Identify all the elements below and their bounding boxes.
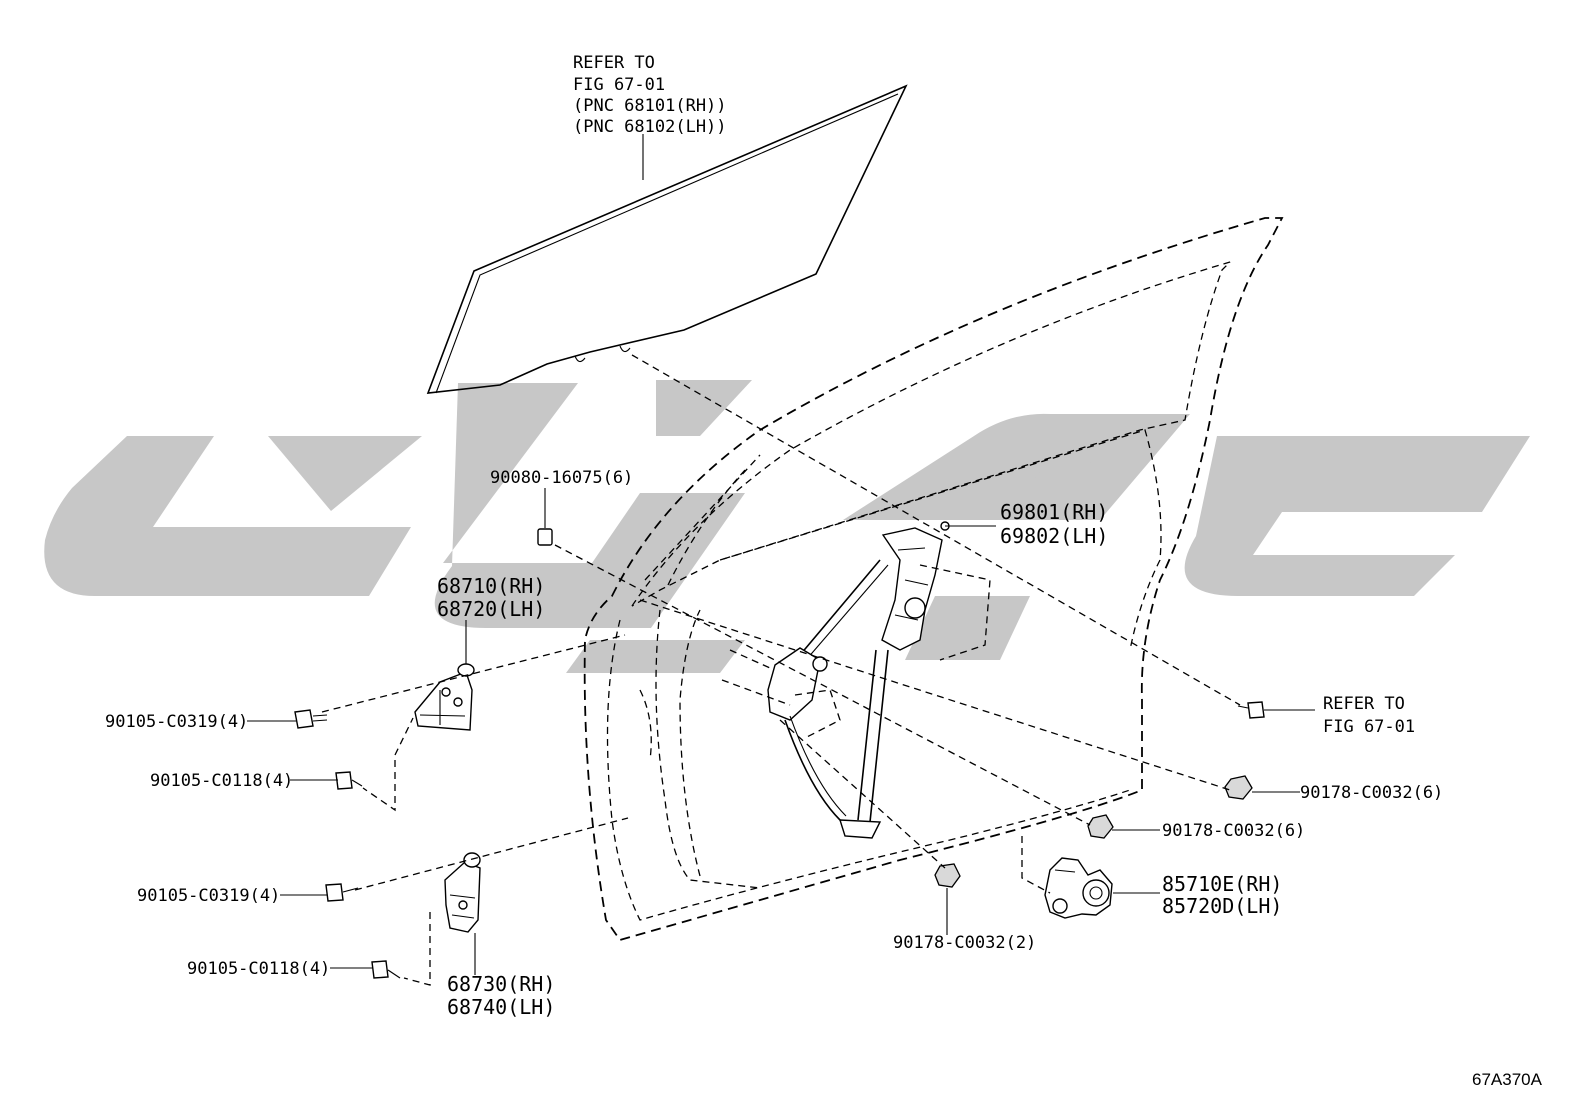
callout-bolt-c0118-lower: 90105-C0118(4) (187, 959, 330, 979)
door-frame (583, 217, 1284, 942)
door-glass (426, 84, 908, 394)
motor-rh: 85710E(RH) (1162, 872, 1282, 896)
motor-lh: 85720D(LH) (1162, 894, 1282, 918)
assembly-lines (321, 354, 1241, 986)
callout-regulator: 69801(RH) 69802(LH) (1000, 500, 1108, 548)
fasteners (294, 528, 1265, 979)
leader-lines (247, 134, 1315, 975)
diagram-code: 67A370A (1472, 1070, 1543, 1089)
regulator-lh: 69802(LH) (1000, 524, 1108, 548)
callout-right-ref: REFER TO FIG 67-01 (1323, 694, 1415, 737)
watermark-logo (44, 380, 1530, 673)
callout-bolt-c0319-upper: 90105-C0319(4) (105, 712, 248, 732)
callout-hinge-upper: 68710(RH) 68720(LH) (437, 574, 545, 621)
window-regulator (721, 521, 991, 839)
glass-ref-line-1: REFER TO (573, 53, 655, 73)
hinge-upper-rh: 68710(RH) (437, 574, 545, 598)
callout-bolt-c0319-lower: 90105-C0319(4) (137, 886, 280, 906)
callout-bolt-top: 90080-16075(6) (490, 468, 633, 488)
callout-nut-right: 90178-C0032(6) (1300, 783, 1443, 803)
window-motor (1044, 857, 1113, 919)
glass-ref-line-3: (PNC 68101(RH)) (573, 96, 727, 116)
right-ref-line-2: FIG 67-01 (1323, 717, 1415, 737)
callout-hinge-lower: 68730(RH) 68740(LH) (447, 972, 555, 1019)
hinge-lower-lh: 68740(LH) (447, 995, 555, 1019)
right-ref-line-1: REFER TO (1323, 694, 1405, 714)
hinge-lower-rh: 68730(RH) (447, 972, 555, 996)
callout-motor: 85710E(RH) 85720D(LH) (1162, 872, 1282, 918)
upper-hinge (414, 663, 475, 731)
callout-glass-ref: REFER TO FIG 67-01 (PNC 68101(RH)) (PNC … (573, 53, 727, 137)
callout-nut-bottom: 90178-C0032(2) (893, 933, 1036, 953)
glass-ref-line-4: (PNC 68102(LH)) (573, 117, 727, 137)
lower-hinge (444, 852, 481, 933)
regulator-rh: 69801(RH) (1000, 500, 1108, 524)
callout-nut-mid: 90178-C0032(6) (1162, 821, 1305, 841)
hinge-upper-lh: 68720(LH) (437, 597, 545, 621)
callout-bolt-c0118-upper: 90105-C0118(4) (150, 771, 293, 791)
glass-ref-line-2: FIG 67-01 (573, 75, 665, 95)
